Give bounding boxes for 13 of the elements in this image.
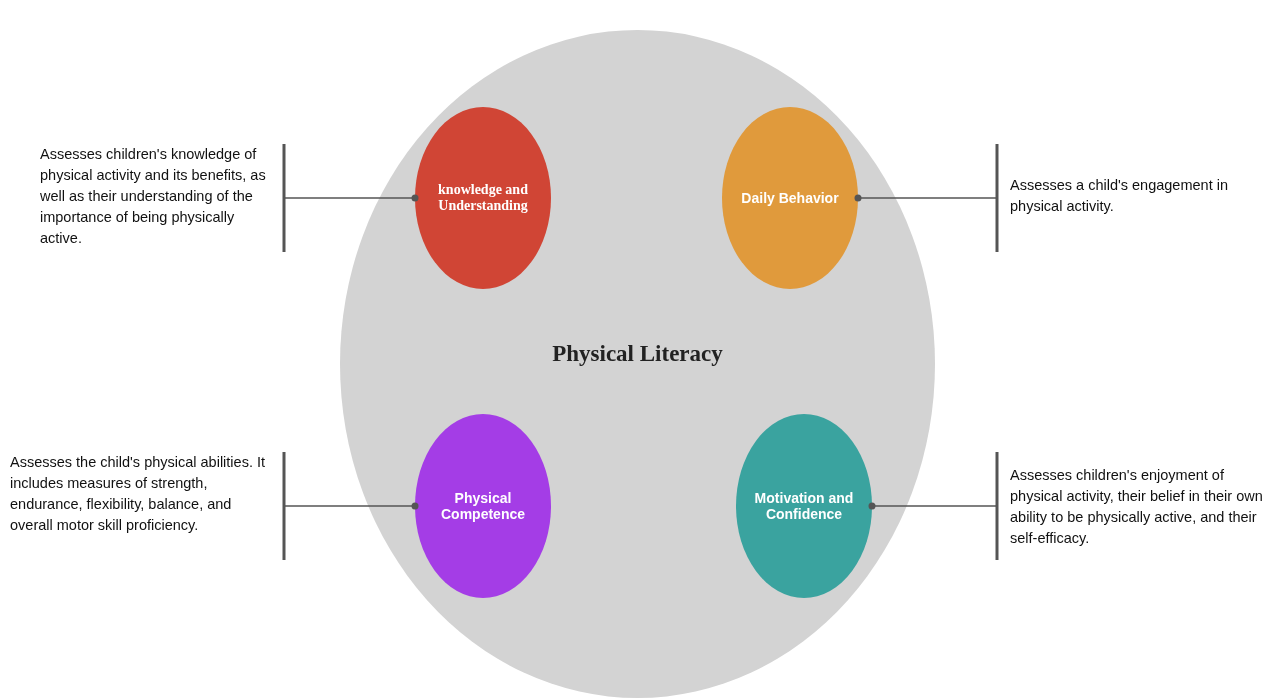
description-text: Assesses children's enjoyment of physical activity, their belief in their own ability to be physically active, and their self-efficacy. bbox=[1010, 465, 1270, 549]
description-text: Assesses children's knowledge of physical activity and its benefits, as well as their understanding of the importance of being physically active. bbox=[40, 144, 275, 249]
connector-line bbox=[854, 144, 999, 252]
circle-node: Daily Behavior bbox=[722, 107, 858, 289]
circle-node: Physical Competence bbox=[415, 414, 551, 598]
connector-line bbox=[868, 452, 999, 560]
connector-line bbox=[282, 452, 419, 560]
description-text: Assesses a child's engagement in physical activity. bbox=[1010, 175, 1240, 217]
connector-line bbox=[282, 144, 419, 252]
circle-node: knowledge and Understanding bbox=[415, 107, 551, 289]
circle-node: Motivation and Confidence bbox=[736, 414, 872, 598]
description-text: Assesses the child's physical abilities. It includes measures of strength, endurance, flexibility, balance, and overall motor skill proficiency. bbox=[10, 452, 275, 536]
ellipse-title: Physical Literacy bbox=[552, 340, 723, 367]
